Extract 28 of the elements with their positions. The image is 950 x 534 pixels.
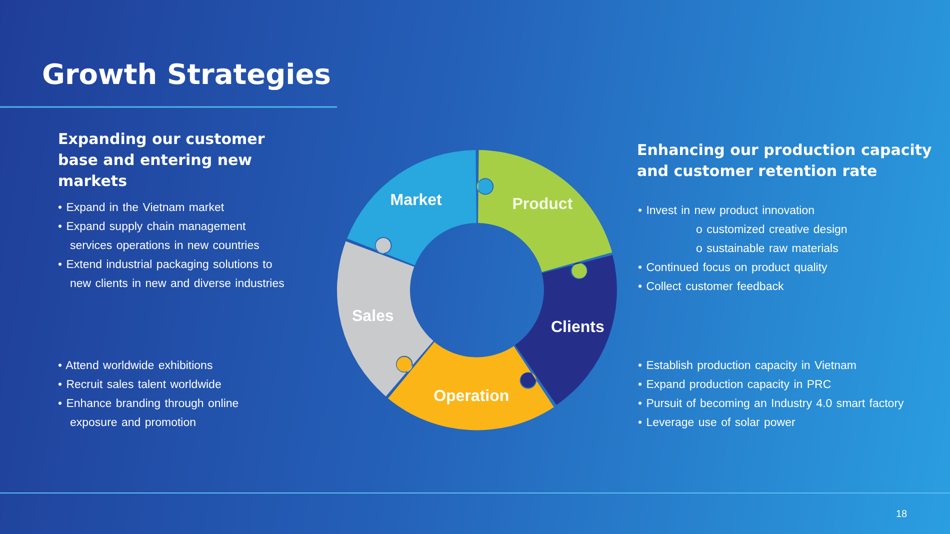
- bullet-point: • Establish production capacity in Vietnam: [638, 359, 858, 374]
- bullet-point: • Expand in the Vietnam market: [58, 201, 226, 216]
- piece-label: Market: [390, 192, 442, 210]
- section-heading: Expanding our customer base and entering new markets: [58, 129, 266, 192]
- bullet-point: • Enhance branding through online exposure and promotion: [58, 397, 240, 431]
- sub-bullet-point: o customized creative design: [696, 223, 848, 238]
- puzzle-piece: [515, 255, 617, 406]
- puzzle-piece: [337, 238, 434, 396]
- bullet-point: • Expand supply chain management services operations in new countries: [58, 220, 260, 254]
- bullet-point: • Attend worldwide exhibitions: [58, 359, 214, 374]
- bullet-point: • Pursuit of becoming an Industry 4.0 smart factory: [638, 397, 905, 412]
- bullet-point: • Collect customer feedback: [638, 280, 785, 295]
- bullet-point: • Leverage use of solar power: [638, 416, 796, 431]
- section-heading: Enhancing our production capacity and customer retention rate: [637, 140, 933, 182]
- piece-label: Operation: [434, 388, 510, 406]
- puzzle-piece: [346, 150, 492, 266]
- piece-label: Product: [512, 196, 573, 214]
- slide-title: Growth Strategies: [42, 58, 331, 91]
- puzzle-piece: [388, 342, 554, 430]
- bullet-point: • Invest in new product innovation: [638, 204, 816, 219]
- page-number: 18: [896, 509, 908, 520]
- bullet-point: • Recruit sales talent worldwide: [58, 378, 222, 393]
- bullet-point: • Extend industrial packaging solutions to new clients in new and diverse industries: [58, 258, 286, 292]
- piece-label: Clients: [551, 318, 604, 337]
- bullet-point: • Continued focus on product quality: [638, 261, 828, 276]
- sub-bullet-point: o sustainable raw materials: [696, 242, 840, 257]
- bullet-point: • Expand production capacity in PRC: [638, 378, 832, 393]
- puzzle-piece: [478, 150, 612, 278]
